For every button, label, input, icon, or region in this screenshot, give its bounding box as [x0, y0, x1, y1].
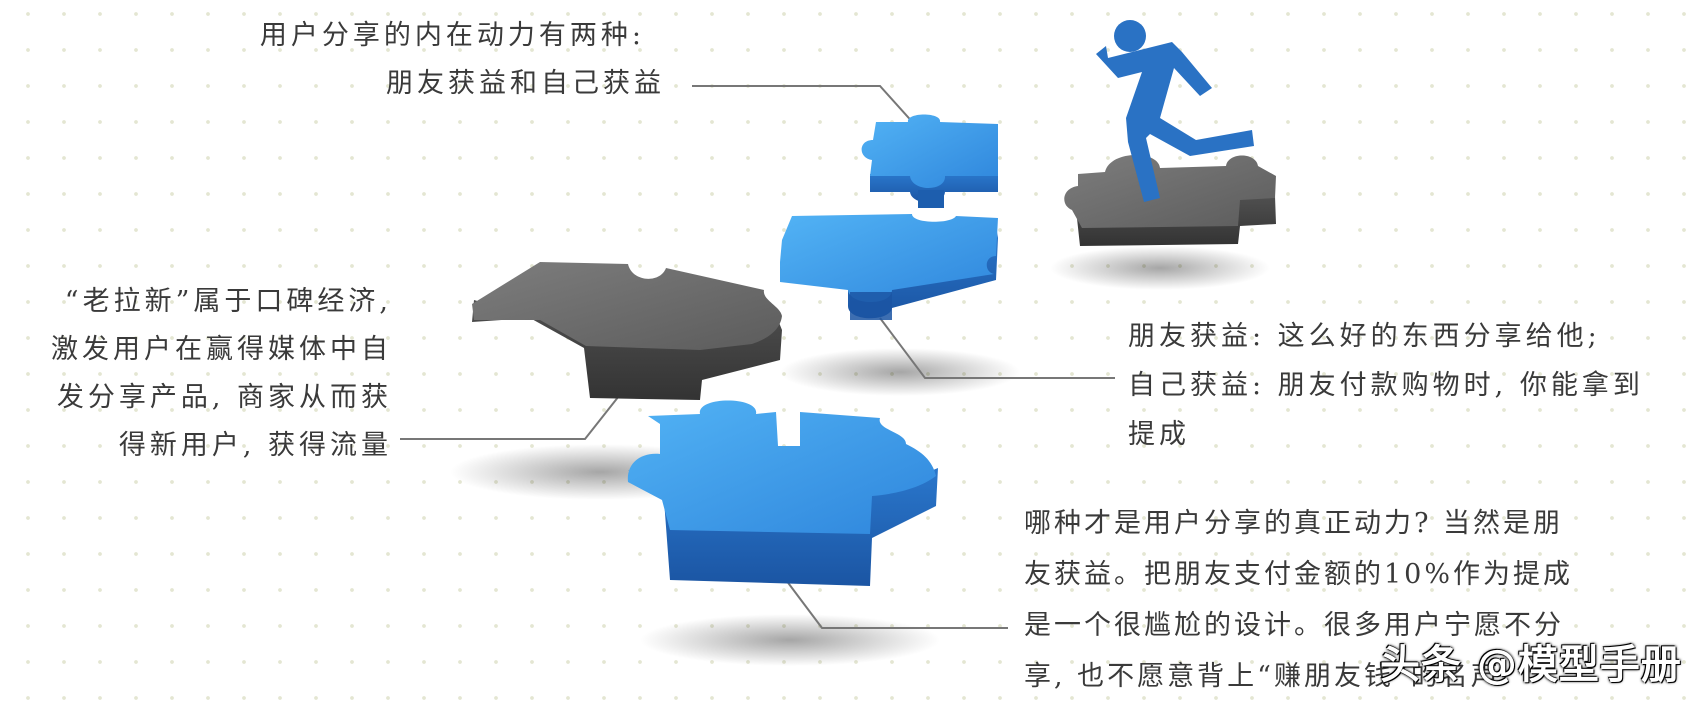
left-label: “老拉新”属于口碑经济, 激发用户在赢得媒体中自 发分享产品, 商家从而获 得新…	[0, 278, 392, 470]
bottom-label-line: 享, 也不愿意背上“赚朋友钱”的名声	[1024, 661, 1501, 692]
left-label-line: 发分享产品, 商家从而获	[56, 382, 392, 413]
top-label-line: 朋友获益和自己获益	[386, 68, 665, 99]
bottom-label-line: 是一个很尴尬的设计。很多用户宁愿不分	[1024, 610, 1564, 641]
shadow-blue-mid	[780, 348, 1020, 396]
top-label-line: 用户分享的内在动力有两种:	[259, 20, 645, 51]
shadow-blue-large	[640, 614, 940, 666]
puzzle-piece-icon	[861, 114, 998, 208]
right-label: 朋友获益: 这么好的东西分享给他; 自己获益: 朋友付款购物时, 你能拿到 提成	[1128, 312, 1708, 459]
right-label-line: 朋友获益: 这么好的东西分享给他;	[1128, 321, 1601, 352]
puzzle-piece-icon	[780, 214, 998, 320]
connector-bottom	[779, 571, 1008, 629]
connector-left	[400, 381, 631, 440]
top-label: 用户分享的内在动力有两种: 朋友获益和自己获益	[120, 12, 665, 108]
connector-lines	[400, 85, 1115, 629]
left-label-line: 得新用户, 获得流量	[118, 430, 392, 461]
puzzle-piece-icon	[472, 262, 782, 400]
shadow-small-gray	[1050, 246, 1270, 290]
connector-right	[879, 317, 1115, 379]
running-person-icon	[1096, 20, 1254, 202]
bottom-label: 哪种才是用户分享的真正动力? 当然是朋 友获益。把朋友支付金额的10%作为提成 …	[1024, 498, 1656, 702]
puzzle-piece-icon	[1064, 154, 1276, 246]
puzzle-piece-icon	[627, 400, 938, 586]
bottom-label-line: 友获益。把朋友支付金额的10%作为提成	[1024, 559, 1574, 590]
left-label-line: “老拉新”属于口碑经济,	[64, 286, 392, 317]
right-label-line: 自己获益: 朋友付款购物时, 你能拿到	[1128, 370, 1644, 401]
watermark: 头条 @模型手册	[1380, 642, 1682, 688]
bottom-label-line: 哪种才是用户分享的真正动力? 当然是朋	[1024, 508, 1564, 539]
right-label-line: 提成	[1128, 419, 1190, 450]
left-label-line: 激发用户在赢得媒体中自	[51, 334, 392, 365]
